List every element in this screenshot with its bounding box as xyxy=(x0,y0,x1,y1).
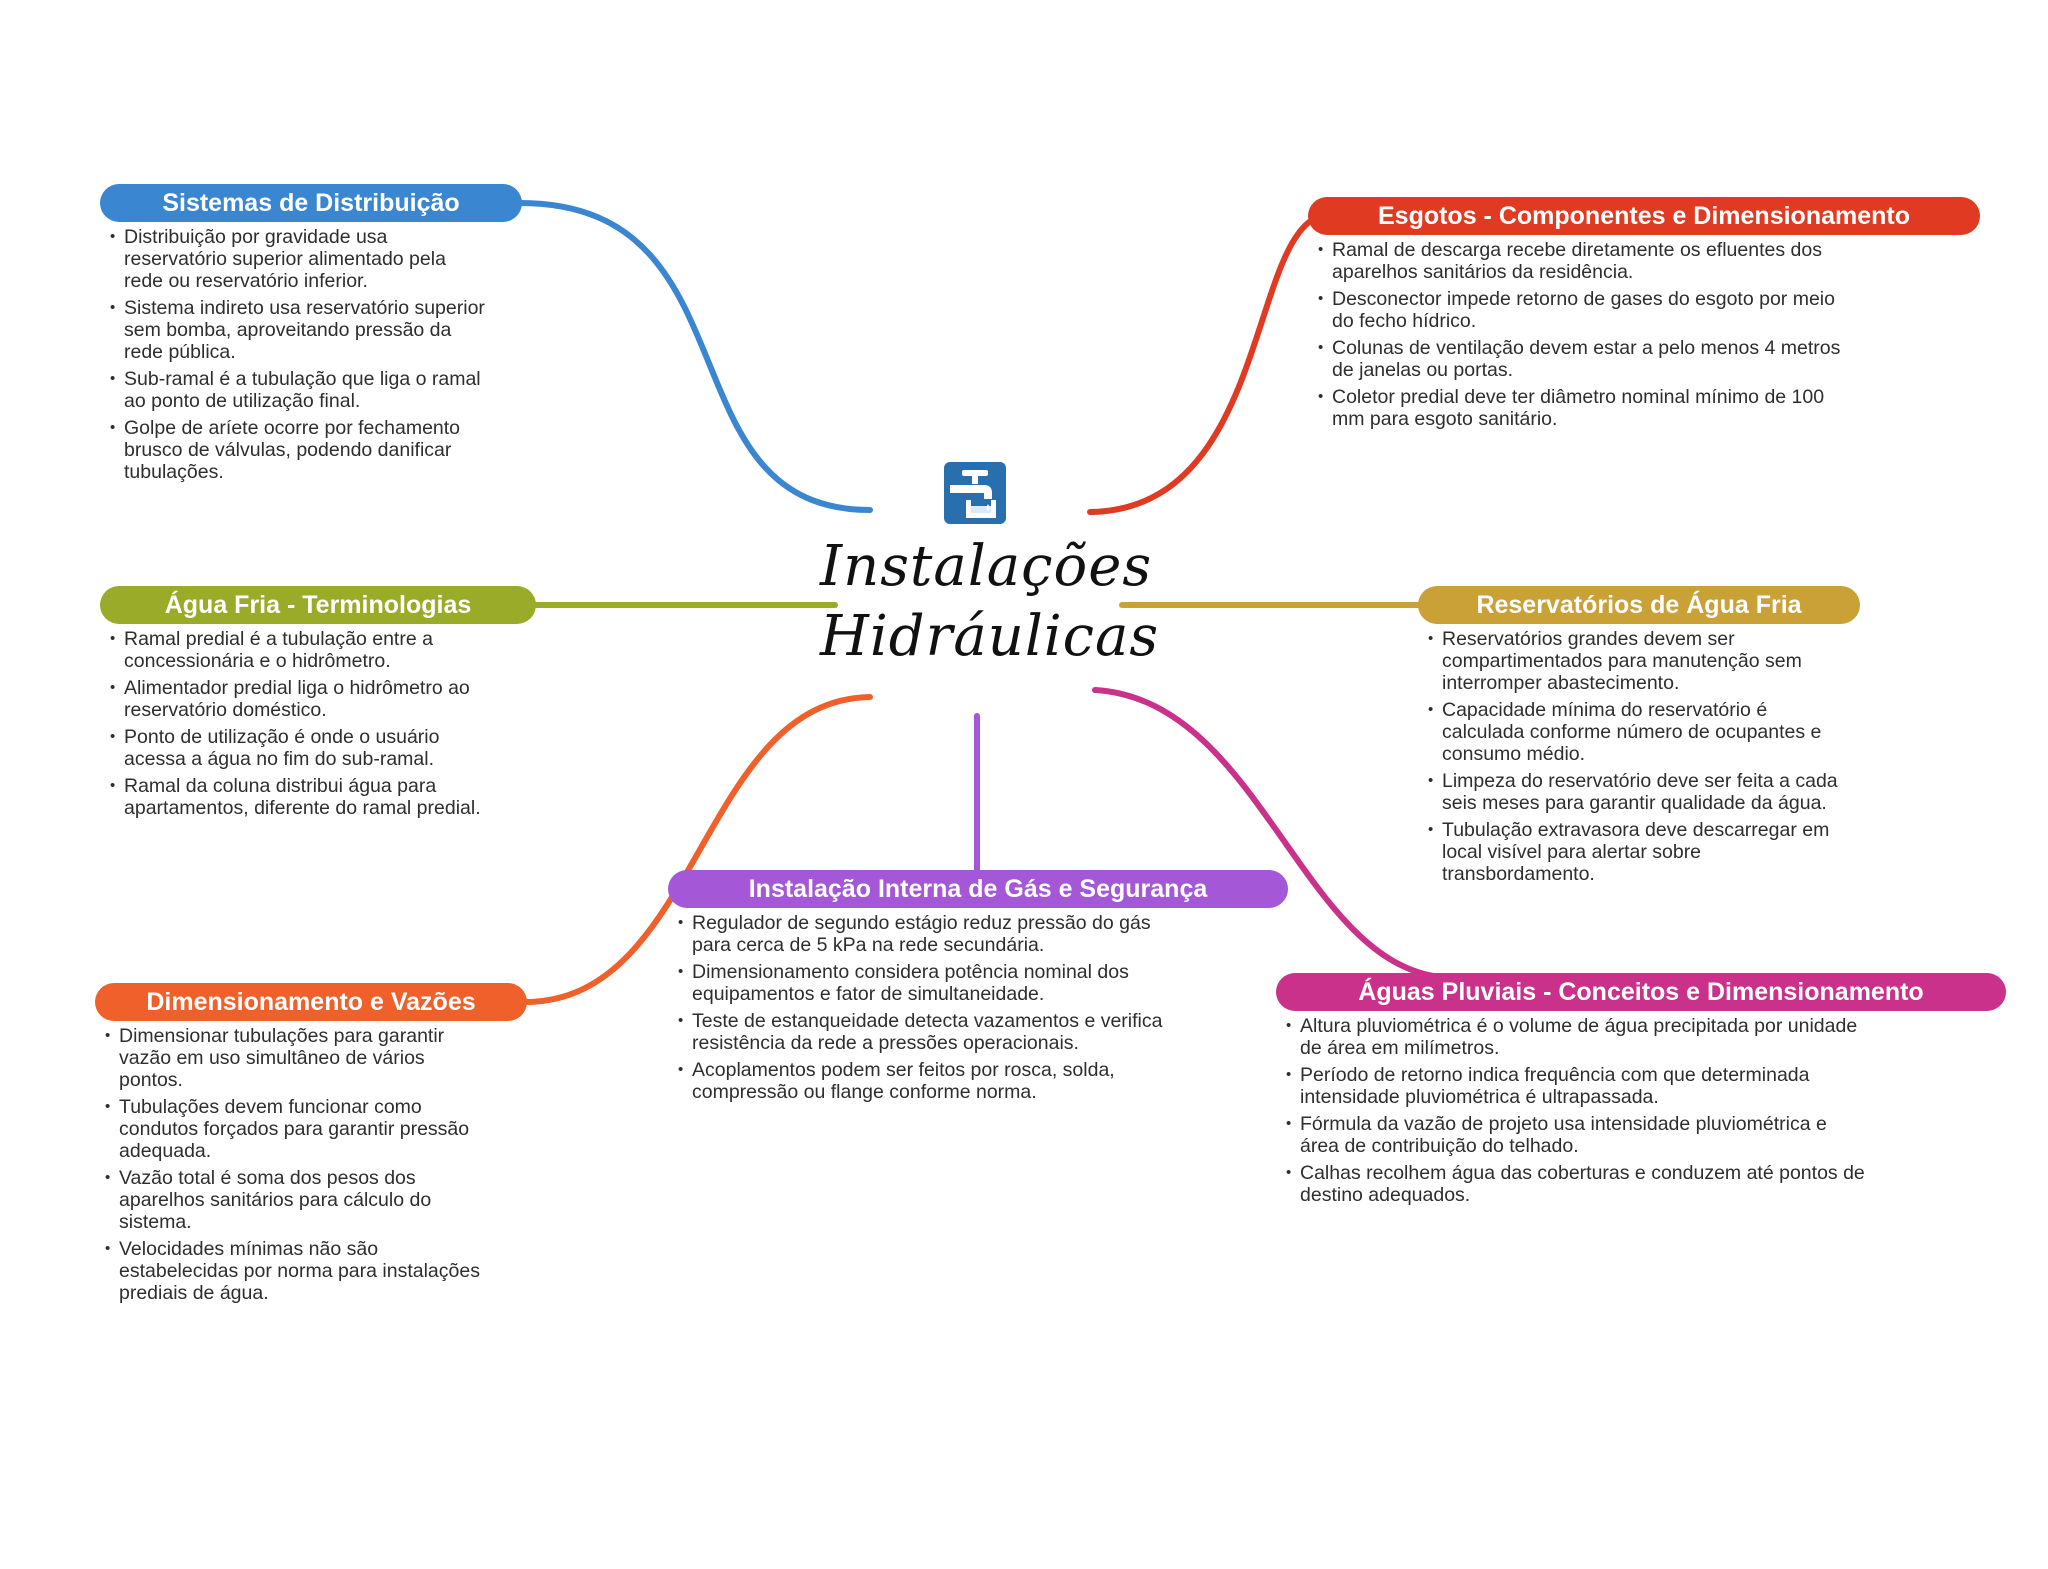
branch-items-sistemas: Distribuição por gravidade usa reservató… xyxy=(100,226,490,483)
list-item: Sistema indireto usa reservatório superi… xyxy=(110,297,490,363)
branch-title-esgotos[interactable]: Esgotos - Componentes e Dimensionamento xyxy=(1308,197,1980,235)
list-item: Acoplamentos podem ser feitos por rosca,… xyxy=(678,1059,1188,1103)
central-title-line-2: Hidráulicas xyxy=(820,604,1160,669)
list-item: Alimentador predial liga o hidrômetro ao… xyxy=(110,677,490,721)
list-item: Colunas de ventilação devem estar a pelo… xyxy=(1318,337,1858,381)
branch-title-sistemas[interactable]: Sistemas de Distribuição xyxy=(100,184,522,222)
list-item: Golpe de aríete ocorre por fechamento br… xyxy=(110,417,490,483)
central-topic: Instalações Hidráulicas xyxy=(820,462,1160,672)
branch-title-agua-fria-label: Água Fria - Terminologias xyxy=(164,591,472,619)
branch-agua-fria: Água Fria - Terminologias Ramal predial … xyxy=(100,586,536,824)
list-item: Calhas recolhem água das coberturas e co… xyxy=(1286,1162,1866,1206)
list-item: Altura pluviométrica é o volume de água … xyxy=(1286,1015,1866,1059)
list-item: Capacidade mínima do reservatório é calc… xyxy=(1428,699,1848,765)
branch-title-esgotos-label: Esgotos - Componentes e Dimensionamento xyxy=(1377,202,1910,230)
central-title: Instalações Hidráulicas xyxy=(820,532,1160,672)
list-item: Reservatórios grandes devem ser comparti… xyxy=(1428,628,1848,694)
list-item: Vazão total é soma dos pesos dos aparelh… xyxy=(105,1167,485,1233)
branch-items-esgotos: Ramal de descarga recebe diretamente os … xyxy=(1308,239,1858,430)
branch-items-dimensionamento: Dimensionar tubulações para garantir vaz… xyxy=(95,1025,485,1304)
list-item: Tubulação extravasora deve descarregar e… xyxy=(1428,819,1848,885)
branch-title-reservatorios-label: Reservatórios de Água Fria xyxy=(1476,591,1802,619)
connector-esgotos xyxy=(1087,217,1315,515)
list-item: Regulador de segundo estágio reduz press… xyxy=(678,912,1188,956)
list-item: Dimensionar tubulações para garantir vaz… xyxy=(105,1025,485,1091)
list-item: Tubulações devem funcionar como condutos… xyxy=(105,1096,485,1162)
branch-title-dimensionamento[interactable]: Dimensionamento e Vazões xyxy=(95,983,527,1021)
list-item: Velocidades mínimas não são estabelecida… xyxy=(105,1238,485,1304)
branch-items-gas: Regulador de segundo estágio reduz press… xyxy=(668,912,1188,1103)
list-item: Coletor predial deve ter diâmetro nomina… xyxy=(1318,386,1858,430)
branch-dimensionamento: Dimensionamento e Vazões Dimensionar tub… xyxy=(95,983,527,1309)
branch-gas: Instalação Interna de Gás e Segurança Re… xyxy=(668,870,1288,1108)
branch-pluviais: Águas Pluviais - Conceitos e Dimensionam… xyxy=(1276,973,2006,1211)
branch-items-reservatorios: Reservatórios grandes devem ser comparti… xyxy=(1418,628,1848,885)
list-item: Distribuição por gravidade usa reservató… xyxy=(110,226,490,292)
branch-title-gas[interactable]: Instalação Interna de Gás e Segurança xyxy=(668,870,1288,908)
list-item: Ramal de descarga recebe diretamente os … xyxy=(1318,239,1858,283)
branch-reservatorios: Reservatórios de Água Fria Reservatórios… xyxy=(1418,586,1860,890)
branch-title-reservatorios[interactable]: Reservatórios de Água Fria xyxy=(1418,586,1860,624)
list-item: Desconector impede retorno de gases do e… xyxy=(1318,288,1858,332)
list-item: Dimensionamento considera potência nomin… xyxy=(678,961,1188,1005)
water-faucet-icon xyxy=(944,462,1006,524)
list-item: Limpeza do reservatório deve ser feita a… xyxy=(1428,770,1848,814)
list-item: Ramal da coluna distribui água para apar… xyxy=(110,775,490,819)
list-item: Teste de estanqueidade detecta vazamento… xyxy=(678,1010,1188,1054)
list-item: Sub-ramal é a tubulação que liga o ramal… xyxy=(110,368,490,412)
connector-sistemas xyxy=(517,200,873,513)
branch-title-sistemas-label: Sistemas de Distribuição xyxy=(162,189,460,217)
central-title-line-1: Instalações xyxy=(820,534,1153,599)
branch-title-pluviais[interactable]: Águas Pluviais - Conceitos e Dimensionam… xyxy=(1276,973,2006,1011)
branch-esgotos: Esgotos - Componentes e Dimensionamento … xyxy=(1308,197,1980,435)
list-item: Período de retorno indica frequência com… xyxy=(1286,1064,1866,1108)
branch-items-agua-fria: Ramal predial é a tubulação entre a conc… xyxy=(100,628,490,819)
branch-title-agua-fria[interactable]: Água Fria - Terminologias xyxy=(100,586,536,624)
list-item: Fórmula da vazão de projeto usa intensid… xyxy=(1286,1113,1866,1157)
list-item: Ramal predial é a tubulação entre a conc… xyxy=(110,628,490,672)
branch-sistemas-distribuicao: Sistemas de Distribuição Distribuição po… xyxy=(100,184,522,488)
connector-pluviais xyxy=(1092,687,1443,980)
connector-dimensionamento xyxy=(522,694,873,1005)
branch-title-gas-label: Instalação Interna de Gás e Segurança xyxy=(748,875,1208,903)
branch-items-pluviais: Altura pluviométrica é o volume de água … xyxy=(1276,1015,1866,1206)
branch-title-pluviais-label: Águas Pluviais - Conceitos e Dimensionam… xyxy=(1358,978,1924,1006)
list-item: Ponto de utilização é onde o usuário ace… xyxy=(110,726,490,770)
branch-title-dimensionamento-label: Dimensionamento e Vazões xyxy=(146,988,476,1016)
